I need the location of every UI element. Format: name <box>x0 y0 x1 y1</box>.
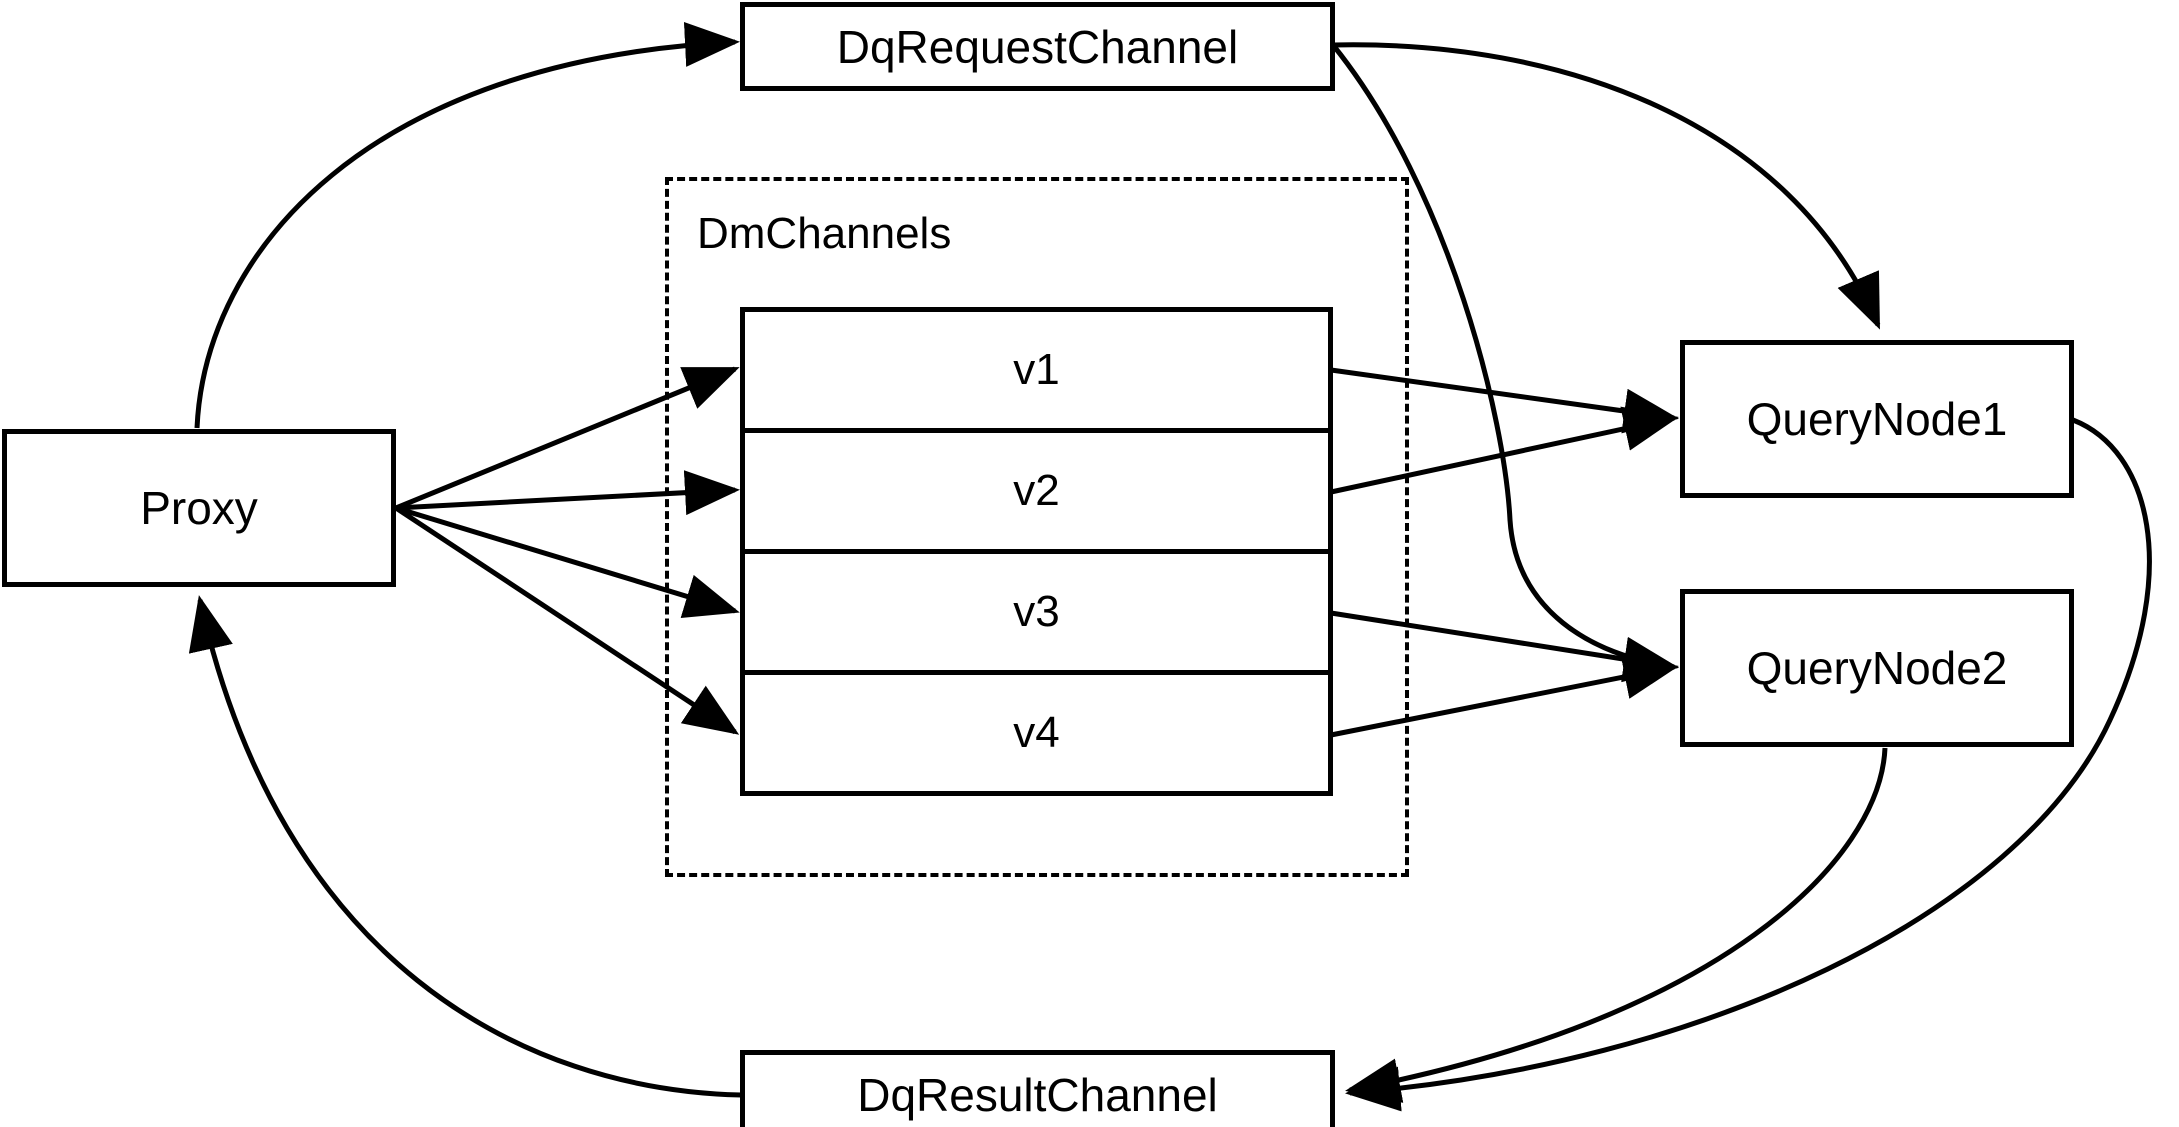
edge-querynode1-to-dqresultchannel <box>1345 417 2152 1112</box>
edge-dqrequestchannel-to-querynode2 <box>1331 43 1679 683</box>
edge-querynode2-to-dqresultchannel <box>1345 747 1888 1103</box>
dm-channel-label-v4: v4 <box>1013 708 1060 757</box>
edge-v1-to-querynode1 <box>1330 367 1679 434</box>
dm-channel-label-v3: v3 <box>1013 587 1060 636</box>
dm-channel-label-v2: v2 <box>1013 466 1060 515</box>
node-query-node-2-label: QueryNode2 <box>1746 642 2008 694</box>
node-query-node-1-label: QueryNode1 <box>1746 393 2008 445</box>
edge-proxy-to-v2 <box>395 470 740 516</box>
edge-proxy-to-v1 <box>395 366 740 511</box>
dm-channel-row-v1[interactable]: v1 <box>745 312 1328 433</box>
edge-proxy-to-dqrequestchannel <box>194 22 740 429</box>
edge-dqresultchannel-to-proxy <box>188 595 742 1098</box>
node-proxy-label: Proxy <box>140 482 258 534</box>
edge-proxy-to-v4 <box>394 505 740 735</box>
dm-channels-stack: v1 v2 v3 v4 <box>740 307 1333 796</box>
edge-proxy-to-v3 <box>395 505 740 618</box>
edge-dqrequestchannel-to-querynode1 <box>1332 42 1881 330</box>
node-dq-request-channel[interactable]: DqRequestChannel <box>740 2 1335 91</box>
edge-v3-to-querynode2 <box>1330 610 1679 682</box>
dm-channel-row-v2[interactable]: v2 <box>745 433 1328 554</box>
dm-channels-group-label: DmChannels <box>697 209 952 258</box>
edge-v4-to-querynode2 <box>1330 654 1679 738</box>
node-dq-result-channel[interactable]: DqResultChannel <box>740 1050 1335 1127</box>
node-dq-result-channel-label: DqResultChannel <box>857 1068 1218 1121</box>
dm-channel-row-v4[interactable]: v4 <box>745 675 1328 791</box>
edge-v2-to-querynode1 <box>1330 406 1679 495</box>
node-dq-request-channel-label: DqRequestChannel <box>836 20 1239 73</box>
dm-channel-label-v1: v1 <box>1013 345 1060 394</box>
node-query-node-2[interactable]: QueryNode2 <box>1680 589 2074 747</box>
dm-channel-row-v3[interactable]: v3 <box>745 554 1328 675</box>
node-proxy[interactable]: Proxy <box>2 429 396 587</box>
dm-channels-group <box>665 177 1409 877</box>
node-query-node-1[interactable]: QueryNode1 <box>1680 340 2074 498</box>
